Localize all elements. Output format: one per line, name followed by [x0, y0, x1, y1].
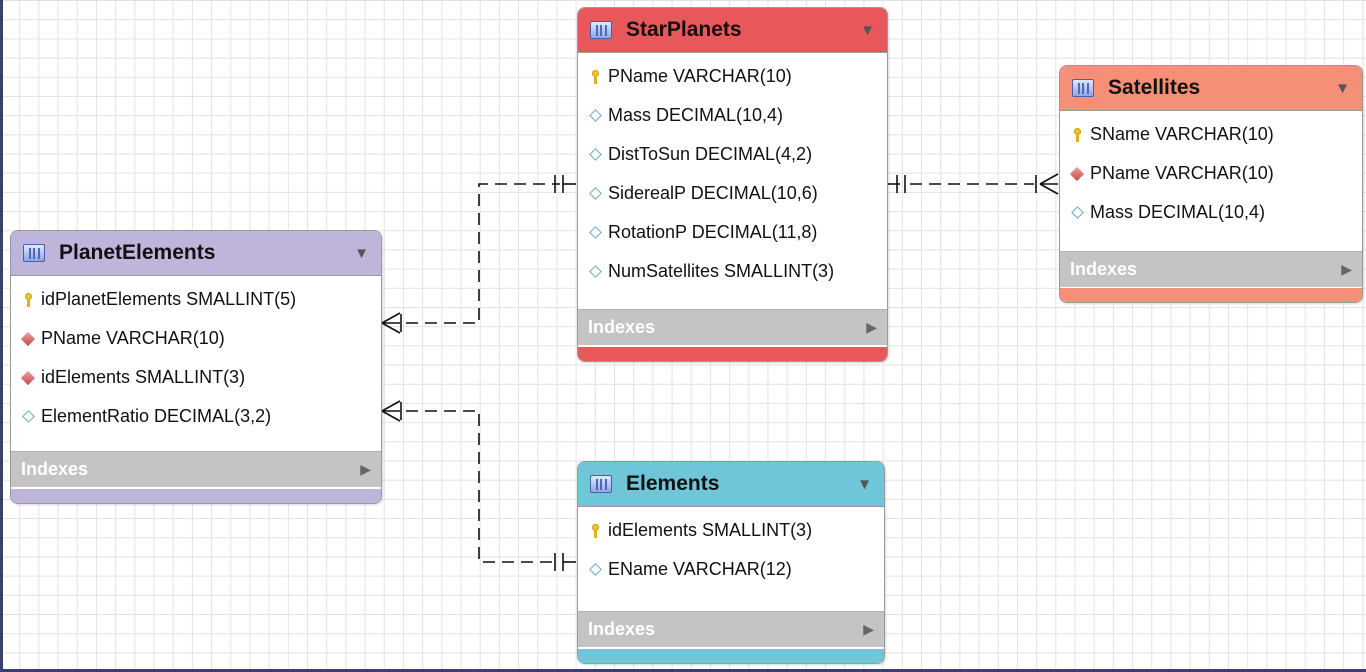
column-diamond-icon: [588, 563, 602, 577]
key-icon: [588, 523, 602, 538]
column-row[interactable]: Mass DECIMAL(10,4): [1060, 193, 1362, 232]
key-icon: [1070, 127, 1084, 142]
column-list: SName VARCHAR(10) PName VARCHAR(10) Mass D…: [1060, 110, 1362, 232]
column-row[interactable]: NumSatellites SMALLINT(3): [578, 252, 887, 291]
foreign-key-diamond-icon: [20, 331, 36, 346]
column-diamond-icon: [588, 265, 602, 279]
table-footer: [1060, 288, 1362, 302]
column-row[interactable]: PName VARCHAR(10): [578, 57, 887, 96]
column-label: Mass DECIMAL(10,4): [608, 105, 784, 125]
expand-triangle-icon[interactable]: ▶: [1341, 261, 1352, 277]
table-footer: [11, 489, 381, 503]
table-header[interactable]: PlanetElements ▼: [11, 231, 381, 275]
column-label: PName VARCHAR(10): [608, 66, 792, 86]
table-icon: [23, 244, 45, 262]
foreign-key-diamond-icon: [20, 370, 36, 385]
table-name: PlanetElements: [59, 241, 216, 264]
column-label: idPlanetElements SMALLINT(5): [41, 289, 297, 309]
column-row[interactable]: PName VARCHAR(10): [1060, 154, 1362, 193]
indexes-bar[interactable]: Indexes ▶: [578, 611, 884, 647]
table-icon: [1072, 79, 1094, 97]
column-label: RotationP DECIMAL(11,8): [608, 222, 818, 242]
column-row[interactable]: EName VARCHAR(12): [578, 550, 884, 589]
expand-triangle-icon[interactable]: ▶: [360, 461, 371, 477]
indexes-label: Indexes: [588, 317, 656, 337]
key-icon: [588, 69, 602, 84]
column-diamond-icon: [588, 109, 602, 123]
column-label: EName VARCHAR(12): [608, 559, 792, 579]
collapse-triangle-icon[interactable]: ▼: [860, 21, 875, 39]
table-header[interactable]: Satellites ▼: [1060, 66, 1362, 110]
table-header[interactable]: Elements ▼: [578, 462, 884, 506]
column-row[interactable]: idPlanetElements SMALLINT(5): [11, 280, 381, 319]
column-label: ElementRatio DECIMAL(3,2): [41, 406, 272, 426]
column-label: PName VARCHAR(10): [41, 328, 225, 348]
column-label: SiderealP DECIMAL(10,6): [608, 183, 818, 203]
column-label: idElements SMALLINT(3): [41, 367, 246, 387]
table-satellites[interactable]: Satellites ▼ SName VARCHAR(10) PName VARC…: [1059, 65, 1363, 303]
table-name: StarPlanets: [626, 18, 742, 41]
indexes-bar[interactable]: Indexes ▶: [1060, 251, 1362, 287]
column-label: SName VARCHAR(10): [1090, 124, 1274, 144]
table-header[interactable]: StarPlanets ▼: [578, 8, 887, 52]
indexes-label: Indexes: [21, 459, 89, 479]
column-row[interactable]: ElementRatio DECIMAL(3,2): [11, 397, 381, 436]
canvas-border-bottom: [0, 669, 1366, 672]
column-label: NumSatellites SMALLINT(3): [608, 261, 835, 281]
column-row[interactable]: DistToSun DECIMAL(4,2): [578, 135, 887, 174]
column-label: idElements SMALLINT(3): [608, 520, 813, 540]
relationship-planetelements-elements[interactable]: [381, 400, 576, 571]
column-label: Mass DECIMAL(10,4): [1090, 202, 1266, 222]
column-list: idPlanetElements SMALLINT(5) PName VARCHA…: [11, 275, 381, 436]
column-row[interactable]: SName VARCHAR(10): [1060, 115, 1362, 154]
column-row[interactable]: PName VARCHAR(10): [11, 319, 381, 358]
column-label: DistToSun DECIMAL(4,2): [608, 144, 813, 164]
table-footer: [578, 649, 884, 663]
table-name: Elements: [626, 472, 720, 495]
collapse-triangle-icon[interactable]: ▼: [1335, 79, 1350, 97]
table-icon: [590, 475, 612, 493]
column-list: PName VARCHAR(10) Mass DECIMAL(10,4) DistT…: [578, 52, 887, 291]
foreign-key-diamond-icon: [1069, 166, 1085, 181]
relationship-planetelements-starplanets[interactable]: [381, 175, 576, 334]
indexes-label: Indexes: [1070, 259, 1138, 279]
table-name: Satellites: [1108, 76, 1201, 99]
collapse-triangle-icon[interactable]: ▼: [354, 244, 369, 262]
expand-triangle-icon[interactable]: ▶: [863, 621, 874, 637]
table-elements[interactable]: Elements ▼ idElements SMALLINT(3) EName V…: [577, 461, 885, 664]
indexes-label: Indexes: [588, 619, 656, 639]
column-row[interactable]: RotationP DECIMAL(11,8): [578, 213, 887, 252]
column-diamond-icon: [588, 226, 602, 240]
relationship-satellites-starplanets[interactable]: [887, 173, 1059, 195]
table-planetelements[interactable]: PlanetElements ▼ idPlanetElements SMALLI…: [10, 230, 382, 504]
collapse-triangle-icon[interactable]: ▼: [857, 475, 872, 493]
expand-triangle-icon[interactable]: ▶: [866, 319, 877, 335]
column-diamond-icon: [21, 410, 35, 424]
column-row[interactable]: Mass DECIMAL(10,4): [578, 96, 887, 135]
column-row[interactable]: SiderealP DECIMAL(10,6): [578, 174, 887, 213]
column-row[interactable]: idElements SMALLINT(3): [11, 358, 381, 397]
key-icon: [21, 292, 35, 307]
canvas-border-left: [0, 0, 3, 672]
table-footer: [578, 347, 887, 361]
indexes-bar[interactable]: Indexes ▶: [11, 451, 381, 487]
column-diamond-icon: [1070, 206, 1084, 220]
column-list: idElements SMALLINT(3) EName VARCHAR(12): [578, 506, 884, 589]
table-starplanets[interactable]: StarPlanets ▼ PName VARCHAR(10) Mass DECI…: [577, 7, 888, 362]
column-diamond-icon: [588, 187, 602, 201]
indexes-bar[interactable]: Indexes ▶: [578, 309, 887, 345]
column-label: PName VARCHAR(10): [1090, 163, 1274, 183]
column-row[interactable]: idElements SMALLINT(3): [578, 511, 884, 550]
column-diamond-icon: [588, 148, 602, 162]
table-icon: [590, 21, 612, 39]
